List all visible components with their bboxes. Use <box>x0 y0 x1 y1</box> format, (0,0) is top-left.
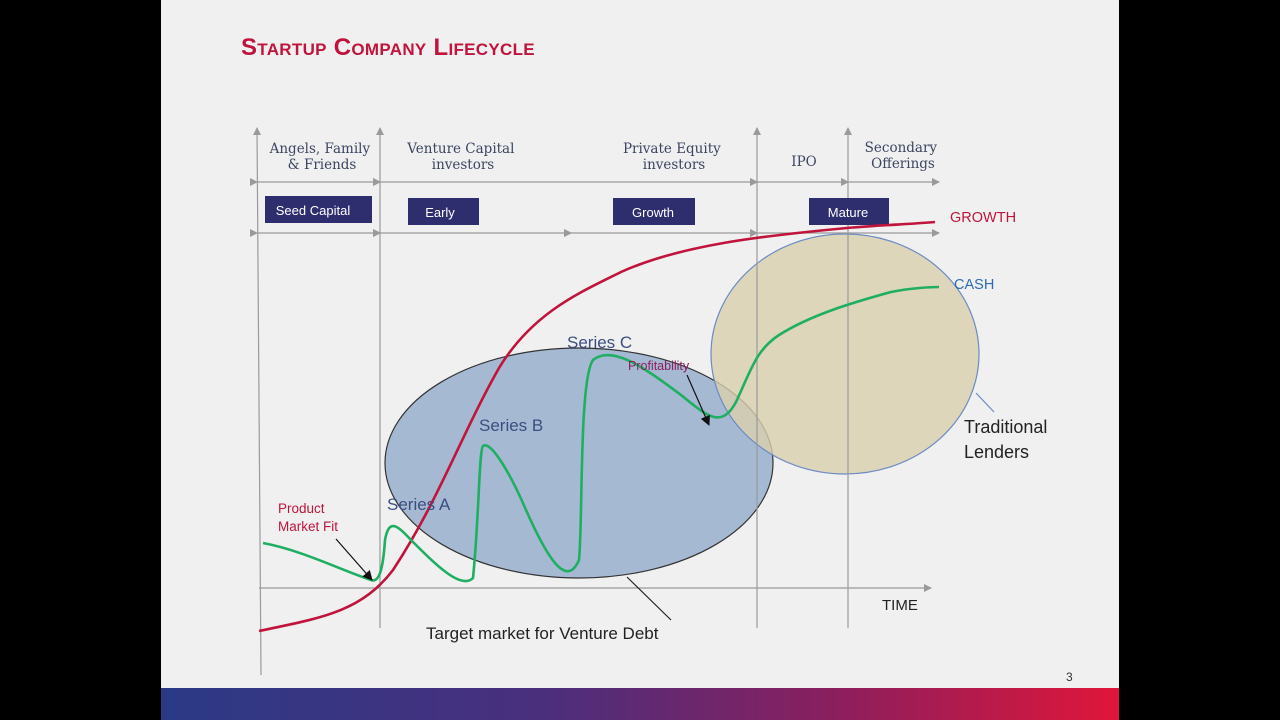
time-axis-label: TIME <box>882 597 918 614</box>
seed-capital-label: Seed Capital <box>276 203 351 218</box>
traditional-lenders-pointer <box>975 392 995 413</box>
traditional-lenders-ellipse <box>710 233 980 475</box>
product-market-fit-pointer <box>335 538 373 581</box>
page-number: 3 <box>1066 670 1073 684</box>
venture-debt-label: Target market for Venture Debt <box>426 624 659 643</box>
early-label: Early <box>425 205 455 220</box>
cash-curve-label: CASH <box>954 277 994 293</box>
venture-debt-ellipse <box>384 347 774 579</box>
product-market-fit-label: Product Market Fit <box>278 501 338 534</box>
pe-label: Private Equity investors <box>623 141 725 173</box>
slide: Startup Company Lifecycle <box>161 0 1119 720</box>
series-c-label: Series C <box>567 333 632 352</box>
slide-title: Startup Company Lifecycle <box>241 34 535 61</box>
mature-box <box>809 198 889 225</box>
growth-curve <box>258 220 936 633</box>
growth-box <box>613 198 695 225</box>
ipo-label: IPO <box>791 154 816 170</box>
series-a-label: Series A <box>387 495 451 514</box>
traditional-lenders-label: Traditional Lenders <box>964 417 1052 462</box>
secondary-label: Secondary Offerings <box>865 140 942 172</box>
venture-debt-pointer <box>626 576 672 621</box>
footer-gradient-bar <box>161 688 1119 720</box>
series-b-label: Series B <box>479 416 543 435</box>
growth-stage-label: Growth <box>632 205 674 220</box>
lifecycle-diagram: Angels, Family & Friends Venture Capital… <box>250 127 1052 676</box>
stage-boxes: Seed Capital Early Growth Mature <box>265 196 889 225</box>
seed-capital-box <box>265 196 372 223</box>
growth-curve-label: GROWTH <box>950 210 1016 226</box>
cash-curve <box>262 285 940 583</box>
profitability-pointer <box>686 374 710 426</box>
early-box <box>408 198 479 225</box>
mature-label: Mature <box>828 205 868 220</box>
profitability-label: Profitability <box>628 359 690 373</box>
angels-label: Angels, Family & Friends <box>269 141 375 173</box>
vc-label: Venture Capital investors <box>406 141 518 173</box>
